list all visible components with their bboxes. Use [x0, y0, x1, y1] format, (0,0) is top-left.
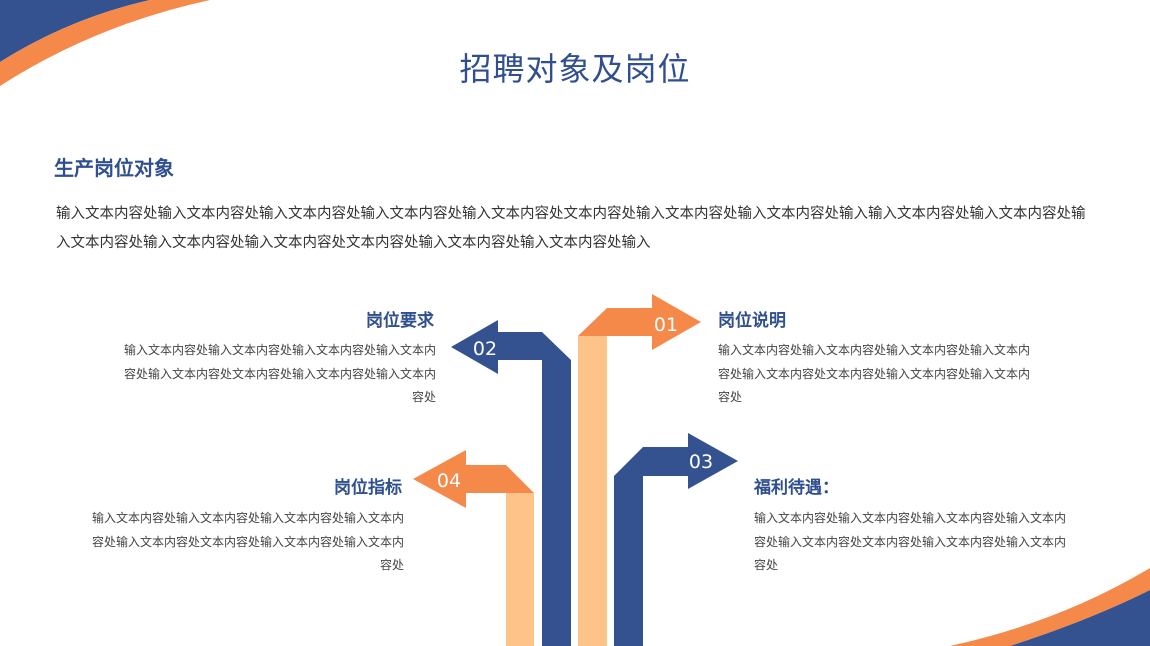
arrow-01-stem [578, 336, 607, 646]
step-01-title: 岗位说明 [718, 311, 786, 331]
step-04-title: 岗位指标 [334, 478, 402, 498]
section-intro-text: 输入文本内容处输入文本内容处输入文本内容处输入文本内容处输入文本内容处文本内容处… [56, 206, 1086, 251]
top-left-navy-swoosh [0, 0, 150, 62]
step-02-number: 02 [473, 338, 497, 360]
step-04-number: 04 [437, 470, 461, 492]
step-03-number: 03 [689, 451, 713, 473]
arrow-01-head [578, 294, 701, 350]
arrow-04-head [413, 450, 534, 508]
arrow-02-stem [542, 360, 571, 646]
top-left-orange-swoosh [0, 0, 210, 86]
page-title: 招聘对象及岗位 [459, 50, 691, 88]
section-title: 生产岗位对象 [54, 156, 174, 180]
arrow-03-head [614, 433, 738, 489]
step-01-number: 01 [654, 314, 678, 336]
bottom-right-navy-swoosh [1010, 590, 1150, 646]
step-03-title: 福利待遇： [754, 478, 839, 498]
step-02-description: 输入文本内容处输入文本内容处输入文本内容处输入文本内容处输入文本内容处文本内容处… [123, 343, 436, 404]
arrow-03-stem [614, 476, 643, 646]
step-02-title: 岗位要求 [366, 311, 434, 331]
arrow-04-stem [506, 493, 534, 646]
step-04-description: 输入文本内容处输入文本内容处输入文本内容处输入文本内容处输入文本内容处文本内容处… [91, 511, 404, 572]
bottom-right-orange-swoosh [950, 568, 1150, 646]
arrow-02-head [451, 320, 571, 374]
step-01-description: 输入文本内容处输入文本内容处输入文本内容处输入文本内容处输入文本内容处文本内容处… [718, 343, 1031, 404]
step-03-description: 输入文本内容处输入文本内容处输入文本内容处输入文本内容处输入文本内容处文本内容处… [754, 511, 1067, 572]
